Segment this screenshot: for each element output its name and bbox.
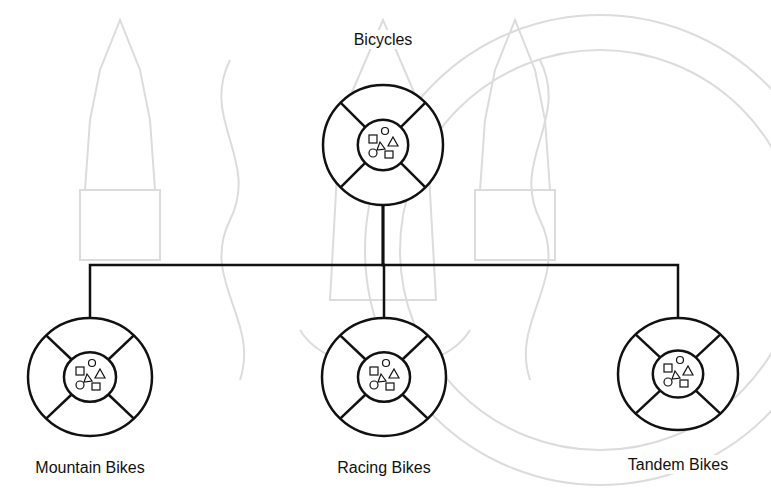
- class-label: Tandem Bikes: [625, 455, 732, 474]
- object-circle: [616, 316, 740, 432]
- circle-glyph: [383, 360, 390, 367]
- outer-ring: [322, 318, 446, 436]
- data-glyphs: [369, 128, 398, 159]
- circle-glyph: [89, 360, 96, 367]
- method-spoke: [401, 163, 426, 188]
- object-circle: [26, 316, 154, 438]
- square-glyph: [385, 151, 393, 158]
- data-glyphs: [664, 357, 693, 388]
- scroll-ornament: [221, 60, 244, 380]
- data-glyphs: [370, 360, 399, 391]
- method-spoke: [636, 334, 661, 357]
- method-spoke: [341, 163, 366, 188]
- nucleus: [64, 352, 116, 402]
- class-label: Mountain Bikes: [32, 458, 147, 477]
- triangle-glyph: [683, 366, 693, 375]
- method-spoke: [340, 335, 365, 359]
- scroll-ornament: [526, 60, 549, 380]
- square-glyph: [680, 380, 688, 387]
- class-node: Racing Bikes: [320, 316, 448, 477]
- method-spoke: [340, 395, 365, 419]
- square-glyph: [386, 383, 394, 390]
- data-glyphs: [76, 360, 105, 391]
- inheritance-line: [383, 205, 678, 318]
- method-spoke: [402, 335, 427, 359]
- outer-ring: [323, 85, 443, 205]
- circle-glyph: [664, 378, 672, 386]
- method-spoke: [341, 103, 366, 128]
- pagoda-shape: [85, 20, 155, 190]
- triangle-glyph: [388, 137, 398, 146]
- pagoda-shape: [80, 190, 160, 260]
- triangle-glyph: [672, 371, 680, 379]
- method-spoke: [402, 395, 427, 419]
- nucleus: [653, 350, 703, 397]
- circle-glyph: [76, 381, 84, 389]
- method-spoke: [696, 334, 721, 357]
- method-spoke: [696, 391, 721, 414]
- class-node: Mountain Bikes: [26, 316, 154, 477]
- circle-glyph: [677, 357, 684, 364]
- method-spoke: [108, 395, 133, 419]
- circle-glyph: [370, 381, 378, 389]
- class-label: Bicycles: [351, 30, 416, 49]
- triangle-glyph: [95, 369, 105, 378]
- method-spoke: [46, 395, 71, 419]
- triangle-glyph: [389, 369, 399, 378]
- square-glyph: [370, 367, 378, 375]
- circle-glyph: [369, 149, 377, 157]
- method-spoke: [46, 335, 71, 359]
- inheritance-line: [90, 205, 383, 318]
- class-label: Racing Bikes: [334, 458, 433, 477]
- class-node: Tandem Bikes: [616, 316, 740, 474]
- nucleus: [358, 120, 408, 170]
- object-circle: [320, 316, 448, 438]
- object-circle: [321, 83, 445, 207]
- pagoda-shape: [480, 20, 550, 190]
- square-glyph: [664, 364, 672, 372]
- seal-ring: [400, 50, 771, 450]
- outer-ring: [618, 318, 738, 430]
- triangle-glyph: [378, 374, 386, 382]
- triangle-glyph: [377, 142, 385, 150]
- square-glyph: [92, 383, 100, 390]
- square-glyph: [76, 367, 84, 375]
- nucleus: [358, 352, 410, 402]
- method-spoke: [401, 103, 426, 128]
- circle-glyph: [382, 128, 389, 135]
- square-glyph: [369, 135, 377, 143]
- method-spoke: [108, 335, 133, 359]
- triangle-glyph: [84, 374, 92, 382]
- class-node: Bicycles: [321, 30, 445, 207]
- outer-ring: [28, 318, 152, 436]
- method-spoke: [636, 391, 661, 414]
